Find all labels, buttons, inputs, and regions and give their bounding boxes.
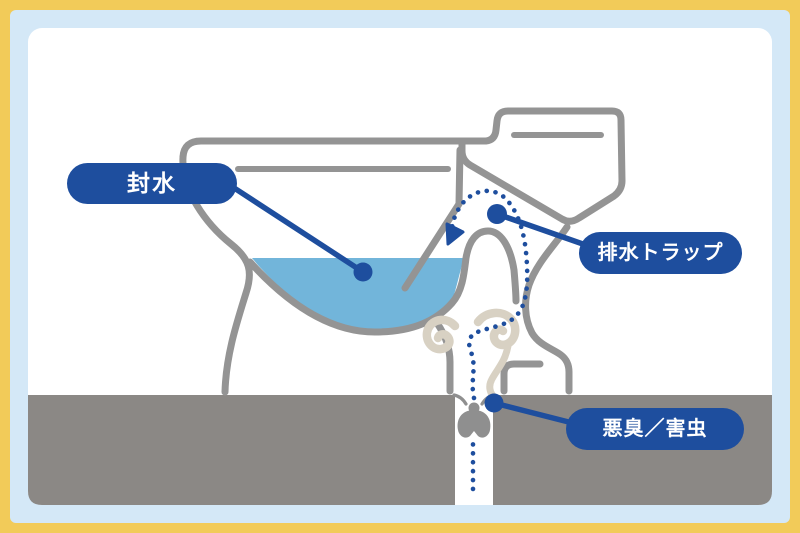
steam-icon xyxy=(422,308,520,400)
label-seal-water-text: 封水 xyxy=(127,170,177,196)
odor-anchor-dot xyxy=(484,393,504,413)
flow-arrow-icon xyxy=(445,222,465,246)
label-odor-pests: 悪臭／害虫 xyxy=(566,408,744,450)
seal-leader-line xyxy=(222,179,366,275)
label-odor-pests-text: 悪臭／害虫 xyxy=(602,418,708,440)
outlet-right-wall xyxy=(522,223,573,395)
bowl-cavity-and-trap xyxy=(246,227,520,336)
outlet-step xyxy=(500,360,544,395)
label-drain-trap-text: 排水トラップ xyxy=(597,242,724,264)
bug-icon xyxy=(452,393,496,438)
seal-anchor-dot xyxy=(353,262,373,282)
label-seal-water: 封水 xyxy=(67,163,237,204)
label-drain-trap: 排水トラップ xyxy=(579,232,742,274)
trap-anchor-dot xyxy=(487,204,507,224)
weir-line xyxy=(401,146,464,292)
rim-and-tank-outline xyxy=(179,107,626,225)
